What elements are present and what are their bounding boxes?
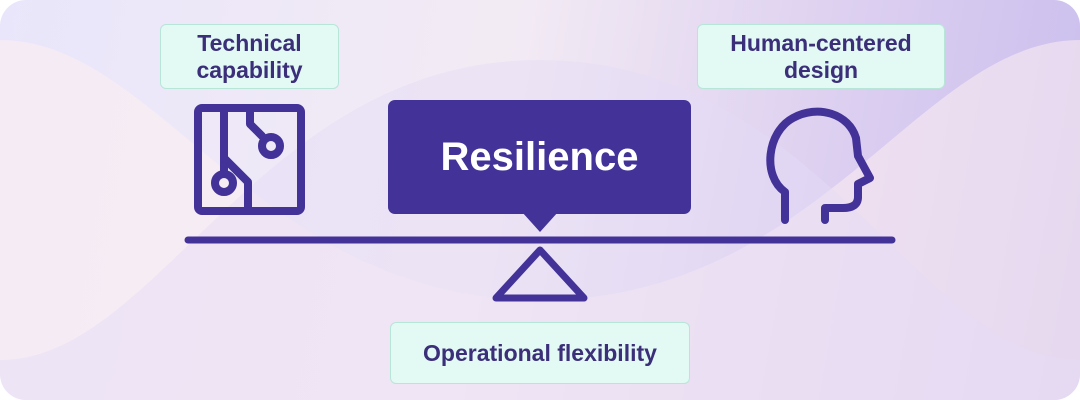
human-centered-design-label: Human-centered design xyxy=(697,24,945,89)
resilience-box: Resilience xyxy=(388,100,691,214)
technical-capability-label: Technical capability xyxy=(160,24,339,89)
fulcrum-triangle-icon xyxy=(492,246,588,302)
human-head-icon xyxy=(766,107,874,224)
resilience-title: Resilience xyxy=(440,134,639,179)
operational-flexibility-text: Operational flexibility xyxy=(423,339,657,366)
operational-flexibility-label: Operational flexibility xyxy=(390,322,690,384)
human-centered-design-text: Human-centered design xyxy=(730,29,912,83)
circuit-board-icon xyxy=(194,104,305,215)
callout-pointer xyxy=(522,212,558,232)
technical-capability-text: Technical capability xyxy=(196,29,303,83)
